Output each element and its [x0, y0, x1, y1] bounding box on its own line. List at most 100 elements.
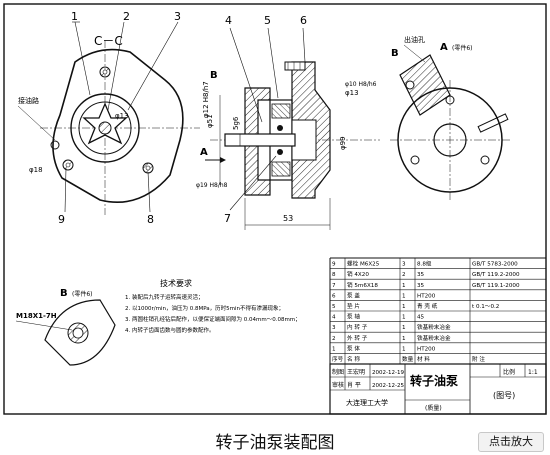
bom-cell: 垫 片	[347, 302, 360, 310]
bom-cell: 5	[332, 304, 336, 310]
bom-cell: 35	[417, 272, 425, 278]
view-b-detail-title: B	[60, 288, 68, 299]
bom-cell: 6	[332, 293, 336, 299]
bom-cell: 泵 体	[347, 344, 360, 352]
view-b-right-marker: B	[391, 48, 399, 59]
pump-shaft-section	[98, 121, 112, 135]
part-no-8: 8	[147, 213, 154, 226]
ratio-value: 1:1	[528, 369, 538, 376]
bom-header-cell: 材 料	[417, 355, 430, 363]
tech-req-item: 4. 内转子齿面齿数与圆的参数配作。	[125, 326, 215, 334]
bom-cell: 35	[417, 283, 425, 289]
phi13-label-mid: φ13	[345, 89, 359, 97]
dim-5g6: 5g6	[232, 116, 240, 130]
bom-cell: 1	[402, 283, 406, 289]
bom-cell: 9	[332, 262, 336, 268]
cover-bolt-hole-3	[410, 155, 420, 165]
drawing-no-label: (图号)	[493, 391, 515, 400]
bom-cell: 泵 盖	[347, 291, 360, 299]
part-no-1: 1	[71, 10, 78, 23]
dim-53: 53	[283, 214, 293, 223]
bom-cell: 1	[402, 293, 406, 299]
tech-req-item: 1. 装配后九转子运转高速灵活；	[125, 293, 204, 301]
bom-cell: 内 转 子	[347, 323, 368, 331]
technical-requirements: 技术要求 1. 装配后九转子运转高速灵活； 2. 以1000r/min，油压为 …	[125, 278, 301, 334]
school-name: 大连理工大学	[346, 398, 388, 407]
drawing-frame	[3, 3, 547, 415]
bom-cell: 1	[402, 346, 406, 352]
bom-cell: GB/T 5783-2000	[472, 262, 518, 268]
bom-cell: HT200	[417, 293, 436, 299]
bom-cell: 2	[402, 272, 406, 278]
view-b-detail-note: (零件6)	[72, 290, 93, 298]
bom-cell: 螺栓 M6X25	[347, 260, 380, 268]
tech-req-title: 技术要求	[160, 278, 192, 288]
tech-req-item: 2. 以1000r/min，油压为 0.8MPa，历时5min不得有渗漏现象；	[125, 304, 284, 312]
drawn-label: 制图	[332, 368, 344, 376]
part-no-5: 5	[264, 14, 271, 27]
tech-req-item: 3. 两圆柱销孔经钻后配作，以便保证端面间隙为 0.04mm～0.08mm；	[125, 315, 301, 323]
view-a-pump-cover: A (零件6) B 出油孔	[390, 35, 510, 200]
bom-header-cell: 附 注	[472, 355, 485, 363]
pump-shaft	[224, 133, 296, 147]
ratio-label: 比例	[503, 368, 515, 376]
oil-outlet-label: 出油孔	[404, 35, 425, 44]
bom-cell: 销 5m6X18	[347, 281, 378, 289]
detail-outline	[44, 299, 116, 366]
bom-cell: GB/T 119.1-2000	[472, 283, 520, 289]
cover-bolt-hole-1	[445, 95, 455, 105]
bom-cell: 1	[402, 304, 406, 310]
view-a-marker: A	[200, 147, 208, 158]
part-no-6: 6	[300, 14, 307, 27]
inner-rotor-circle	[78, 101, 132, 155]
outlet-boss	[399, 54, 451, 116]
bom-cell: 7	[332, 283, 336, 289]
part-no-7: 7	[224, 212, 231, 225]
part-no-2: 2	[123, 10, 130, 23]
phi10-h8-label: φ10 H8/h6	[345, 81, 377, 88]
zoom-button[interactable]: 点击放大	[478, 432, 544, 452]
bom-header-cell: 序号	[332, 355, 344, 363]
bom-cell: 3	[332, 325, 336, 331]
drawing-name: 转子油泵	[410, 373, 458, 388]
section-label: C－C	[94, 34, 123, 48]
bom-cell: 外 转 子	[347, 334, 368, 342]
check-name: 肖 平	[347, 381, 361, 389]
outer-rotor	[70, 93, 140, 163]
phi13-label-left: φ13	[115, 112, 129, 120]
bom-cell: 青 壳 纸	[417, 302, 438, 310]
bom-cell: 1	[402, 315, 406, 321]
pump-body-outline	[52, 48, 184, 203]
view-a-note: (零件6)	[452, 44, 473, 52]
bom-cell: 8.8级	[417, 260, 432, 268]
bom-cell: 45	[417, 315, 425, 321]
bom-cell: 1	[402, 325, 406, 331]
view-b-marker: B	[210, 70, 218, 81]
top-bolt	[284, 61, 306, 71]
part-no-9: 9	[58, 213, 65, 226]
title-block: 制图 王宏明 2002-12-19 审核 肖 平 2002-12-25 大连理工…	[329, 363, 547, 415]
drawing-caption: 转子油泵装配图	[215, 433, 335, 453]
phi51-label: φ51	[206, 114, 214, 128]
bom-cell: 3	[402, 262, 406, 268]
phi12-h8-label: φ12 H8/h7	[202, 81, 210, 118]
bom-cell: 2	[332, 336, 336, 342]
phi19-h8-label: φ19 H8/h8	[196, 182, 228, 189]
bom-cell: 1	[402, 336, 406, 342]
bom-cell: HT200	[417, 346, 436, 352]
bom-cell: 铁基粉末冶金	[417, 323, 451, 331]
part-no-3: 3	[174, 10, 181, 23]
check-label: 审核	[332, 381, 344, 389]
check-date: 2002-12-25	[372, 383, 404, 389]
bom-cell: 销 4X20	[347, 270, 369, 278]
section-view-cc: C－C 1 2 3 9 8 接油路 φ18 φ	[17, 10, 200, 226]
bom-header-cell: 数量	[402, 355, 414, 363]
view-a-title: A	[440, 42, 448, 53]
pin-7	[277, 125, 283, 131]
bom-header-cell: 名 称	[347, 355, 360, 363]
thread-label: M18X1-7H	[16, 312, 57, 320]
mass-label: (质量)	[425, 404, 442, 412]
view-b-detail: B (零件6) M18X1-7H	[15, 288, 116, 366]
